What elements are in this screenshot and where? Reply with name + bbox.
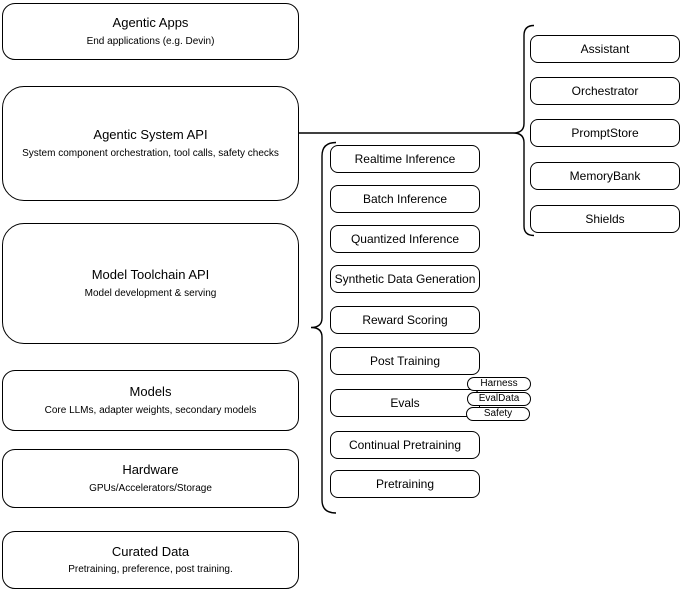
tag-evaldata: EvalData	[467, 392, 531, 406]
node-label: MemoryBank	[569, 169, 641, 183]
node-agentic-system-api: Agentic System API System component orch…	[2, 86, 299, 201]
node-label: Quantized Inference	[350, 232, 460, 246]
node-reward-scoring: Reward Scoring	[330, 306, 480, 334]
node-title: Agentic Apps	[112, 15, 189, 31]
tag-safety: Safety	[466, 407, 530, 421]
node-label: Orchestrator	[571, 84, 639, 98]
node-continual-pretraining: Continual Pretraining	[330, 431, 480, 459]
node-title: Agentic System API	[93, 127, 208, 143]
node-subtitle: System component orchestration, tool cal…	[22, 147, 279, 159]
node-subtitle: Model development & serving	[84, 287, 217, 299]
node-title: Models	[129, 384, 172, 400]
node-hardware: Hardware GPUs/Accelerators/Storage	[2, 449, 299, 508]
tag-label: Harness	[480, 378, 518, 389]
node-agentic-apps: Agentic Apps End applications (e.g. Devi…	[2, 3, 299, 60]
node-post-training: Post Training	[330, 347, 480, 375]
tag-harness: Harness	[467, 377, 531, 391]
node-synthetic-data-generation: Synthetic Data Generation	[330, 265, 480, 293]
node-title: Hardware	[122, 462, 179, 478]
node-label: Shields	[585, 212, 625, 226]
node-label: PromptStore	[571, 126, 639, 140]
node-curated-data: Curated Data Pretraining, preference, po…	[2, 531, 299, 589]
node-label: Reward Scoring	[362, 313, 448, 327]
node-subtitle: GPUs/Accelerators/Storage	[89, 482, 212, 494]
node-model-toolchain-api: Model Toolchain API Model development & …	[2, 223, 299, 344]
node-orchestrator: Orchestrator	[530, 77, 680, 105]
node-title: Model Toolchain API	[91, 267, 210, 283]
node-assistant: Assistant	[530, 35, 680, 63]
node-label: Continual Pretraining	[348, 438, 462, 452]
node-quantized-inference: Quantized Inference	[330, 225, 480, 253]
node-label: Pretraining	[375, 477, 435, 491]
node-shields: Shields	[530, 205, 680, 233]
tag-label: Safety	[483, 408, 513, 419]
node-subtitle: Pretraining, preference, post training.	[68, 564, 233, 576]
node-batch-inference: Batch Inference	[330, 185, 480, 213]
node-title: Curated Data	[111, 543, 190, 559]
node-promptstore: PromptStore	[530, 119, 680, 147]
node-subtitle: Core LLMs, adapter weights, secondary mo…	[44, 404, 257, 416]
node-label: Post Training	[369, 354, 441, 368]
node-label: Evals	[390, 396, 420, 410]
node-label: Realtime Inference	[354, 152, 456, 166]
node-label: Batch Inference	[362, 192, 448, 206]
node-evals: Evals	[330, 389, 480, 417]
node-pretraining: Pretraining	[330, 470, 480, 498]
node-realtime-inference: Realtime Inference	[330, 145, 480, 173]
tag-label: EvalData	[478, 393, 520, 404]
node-label: Assistant	[580, 42, 630, 56]
node-models: Models Core LLMs, adapter weights, secon…	[2, 370, 299, 431]
node-subtitle: End applications (e.g. Devin)	[86, 35, 215, 47]
node-label: Synthetic Data Generation	[334, 272, 476, 286]
node-memorybank: MemoryBank	[530, 162, 680, 190]
